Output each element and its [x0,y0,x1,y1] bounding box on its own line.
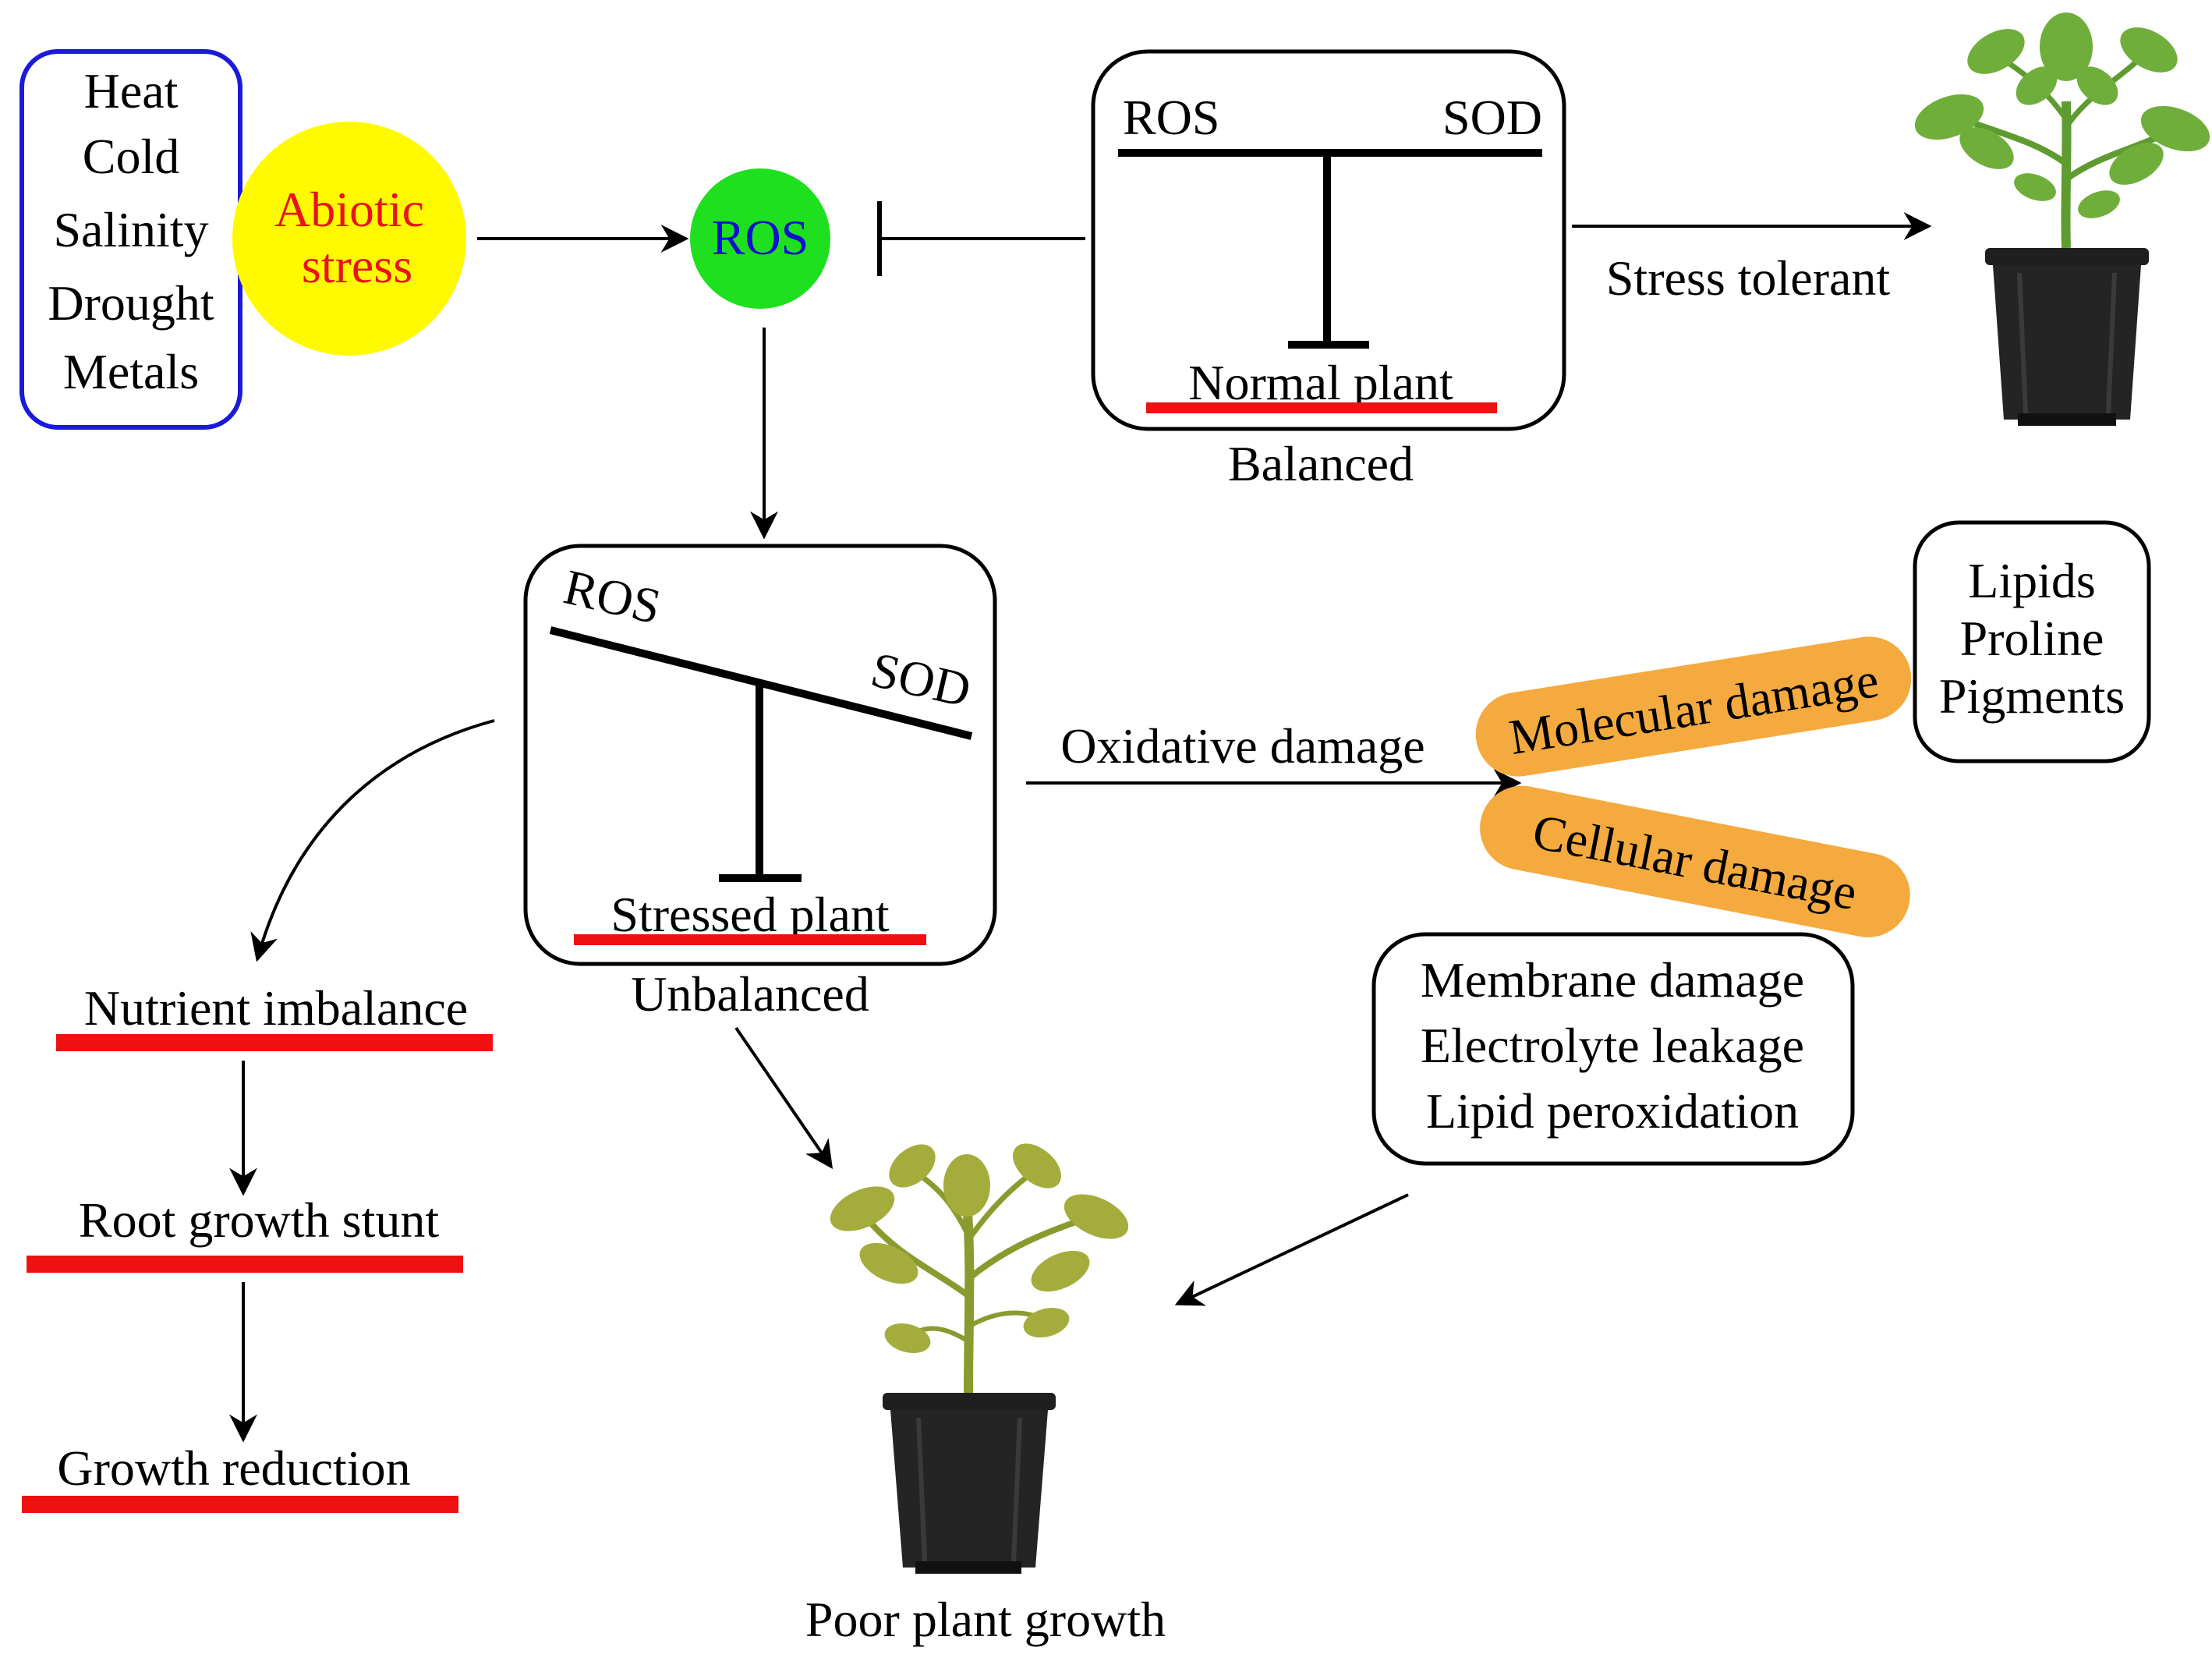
root-growth-stunt-label: Root growth stunt [79,1192,439,1248]
ros-circle [690,168,830,309]
effect-lipid-peroxidation: Lipid peroxidation [1426,1083,1799,1139]
nutrient-imbalance-label: Nutrient imbalance [84,980,468,1036]
arrow-to-nutrient-imbalance [250,719,495,962]
stressed-plant-underline [574,934,926,945]
effect-membrane-damage: Membrane damage [1421,952,1804,1008]
arrow-to-poor-plant [734,1026,833,1169]
stress-factor-cold: Cold [83,129,179,184]
stress-factor-metals: Metals [63,344,199,399]
cellular-damage-pill: Cellular damage [1480,785,1910,937]
poor-plant-growth-label: Poor plant growth [805,1592,1166,1647]
abiotic-stress-label-line1: Abiotic [274,182,424,237]
growth-reduction-underline [22,1496,458,1513]
unbalanced-caption: Unbalanced [631,966,869,1022]
root-growth-stunt-underline [27,1256,463,1273]
abiotic-stress-circle [232,122,466,356]
balanced-ros-label: ROS [1123,90,1220,145]
stress-factor-heat: Heat [84,63,179,119]
target-pigments: Pigments [1939,668,2125,724]
unbalanced-beam [549,626,973,740]
nutrient-imbalance-underline [56,1034,493,1051]
target-proline: Proline [1960,611,2104,666]
normal-plant-label: Normal plant [1188,355,1453,410]
ros-label: ROS [712,210,809,265]
molecular-damage-pill: Molecular damage [1475,636,1912,777]
stress-factor-drought: Drought [48,275,214,331]
cellular-effects-box [1371,932,1855,1166]
growth-reduction-label: Growth reduction [57,1440,410,1496]
normal-plant-underline [1146,402,1497,413]
stressed-plant-label: Stressed plant [611,887,890,942]
balanced-caption: Balanced [1228,436,1414,491]
target-lipids: Lipids [1968,553,2096,608]
balanced-sod-label: SOD [1442,90,1542,145]
effect-electrolyte-leakage: Electrolyte leakage [1421,1018,1804,1073]
healthy-plant-image [1914,12,2210,426]
molecular-targets-box [1913,520,2151,763]
arrow-effects-to-poor-plant [1174,1193,1409,1306]
oxidative-damage-label: Oxidative damage [1060,718,1425,774]
stress-tolerant-label: Stress tolerant [1606,250,1891,306]
stressed-plant-image [830,1143,1129,1574]
stress-factor-salinity: Salinity [53,202,208,257]
abiotic-stress-label-line2: stress [302,238,412,293]
